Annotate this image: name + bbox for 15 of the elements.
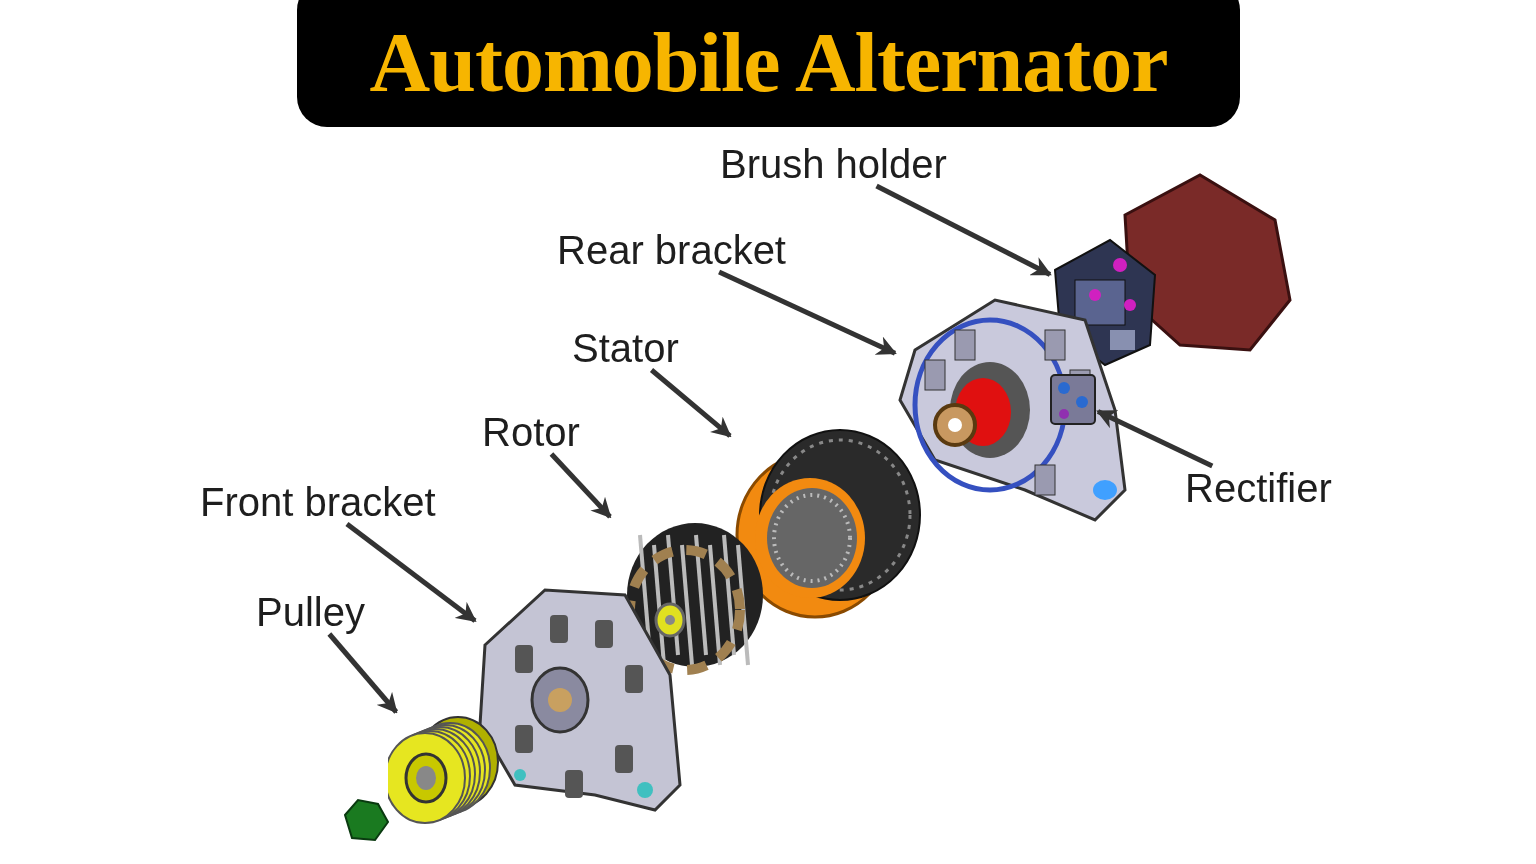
part-label: Brush holder [720,142,947,186]
leader-arrow [327,632,399,714]
part-label: Rear bracket [557,228,786,272]
leader-arrow [345,522,477,623]
leader-arrow [875,183,1052,277]
part-label: Rotor [482,410,580,454]
leader-arrow [649,368,732,438]
part-label: Pulley [256,590,365,634]
part-label: Stator [572,326,679,370]
part-label: Rectifier [1185,466,1332,510]
leader-arrow [1096,409,1214,469]
title: Automobile Alternator [369,21,1168,105]
part-label: Front bracket [200,480,436,524]
leader-arrow [549,452,612,519]
leader-arrow [718,269,897,356]
